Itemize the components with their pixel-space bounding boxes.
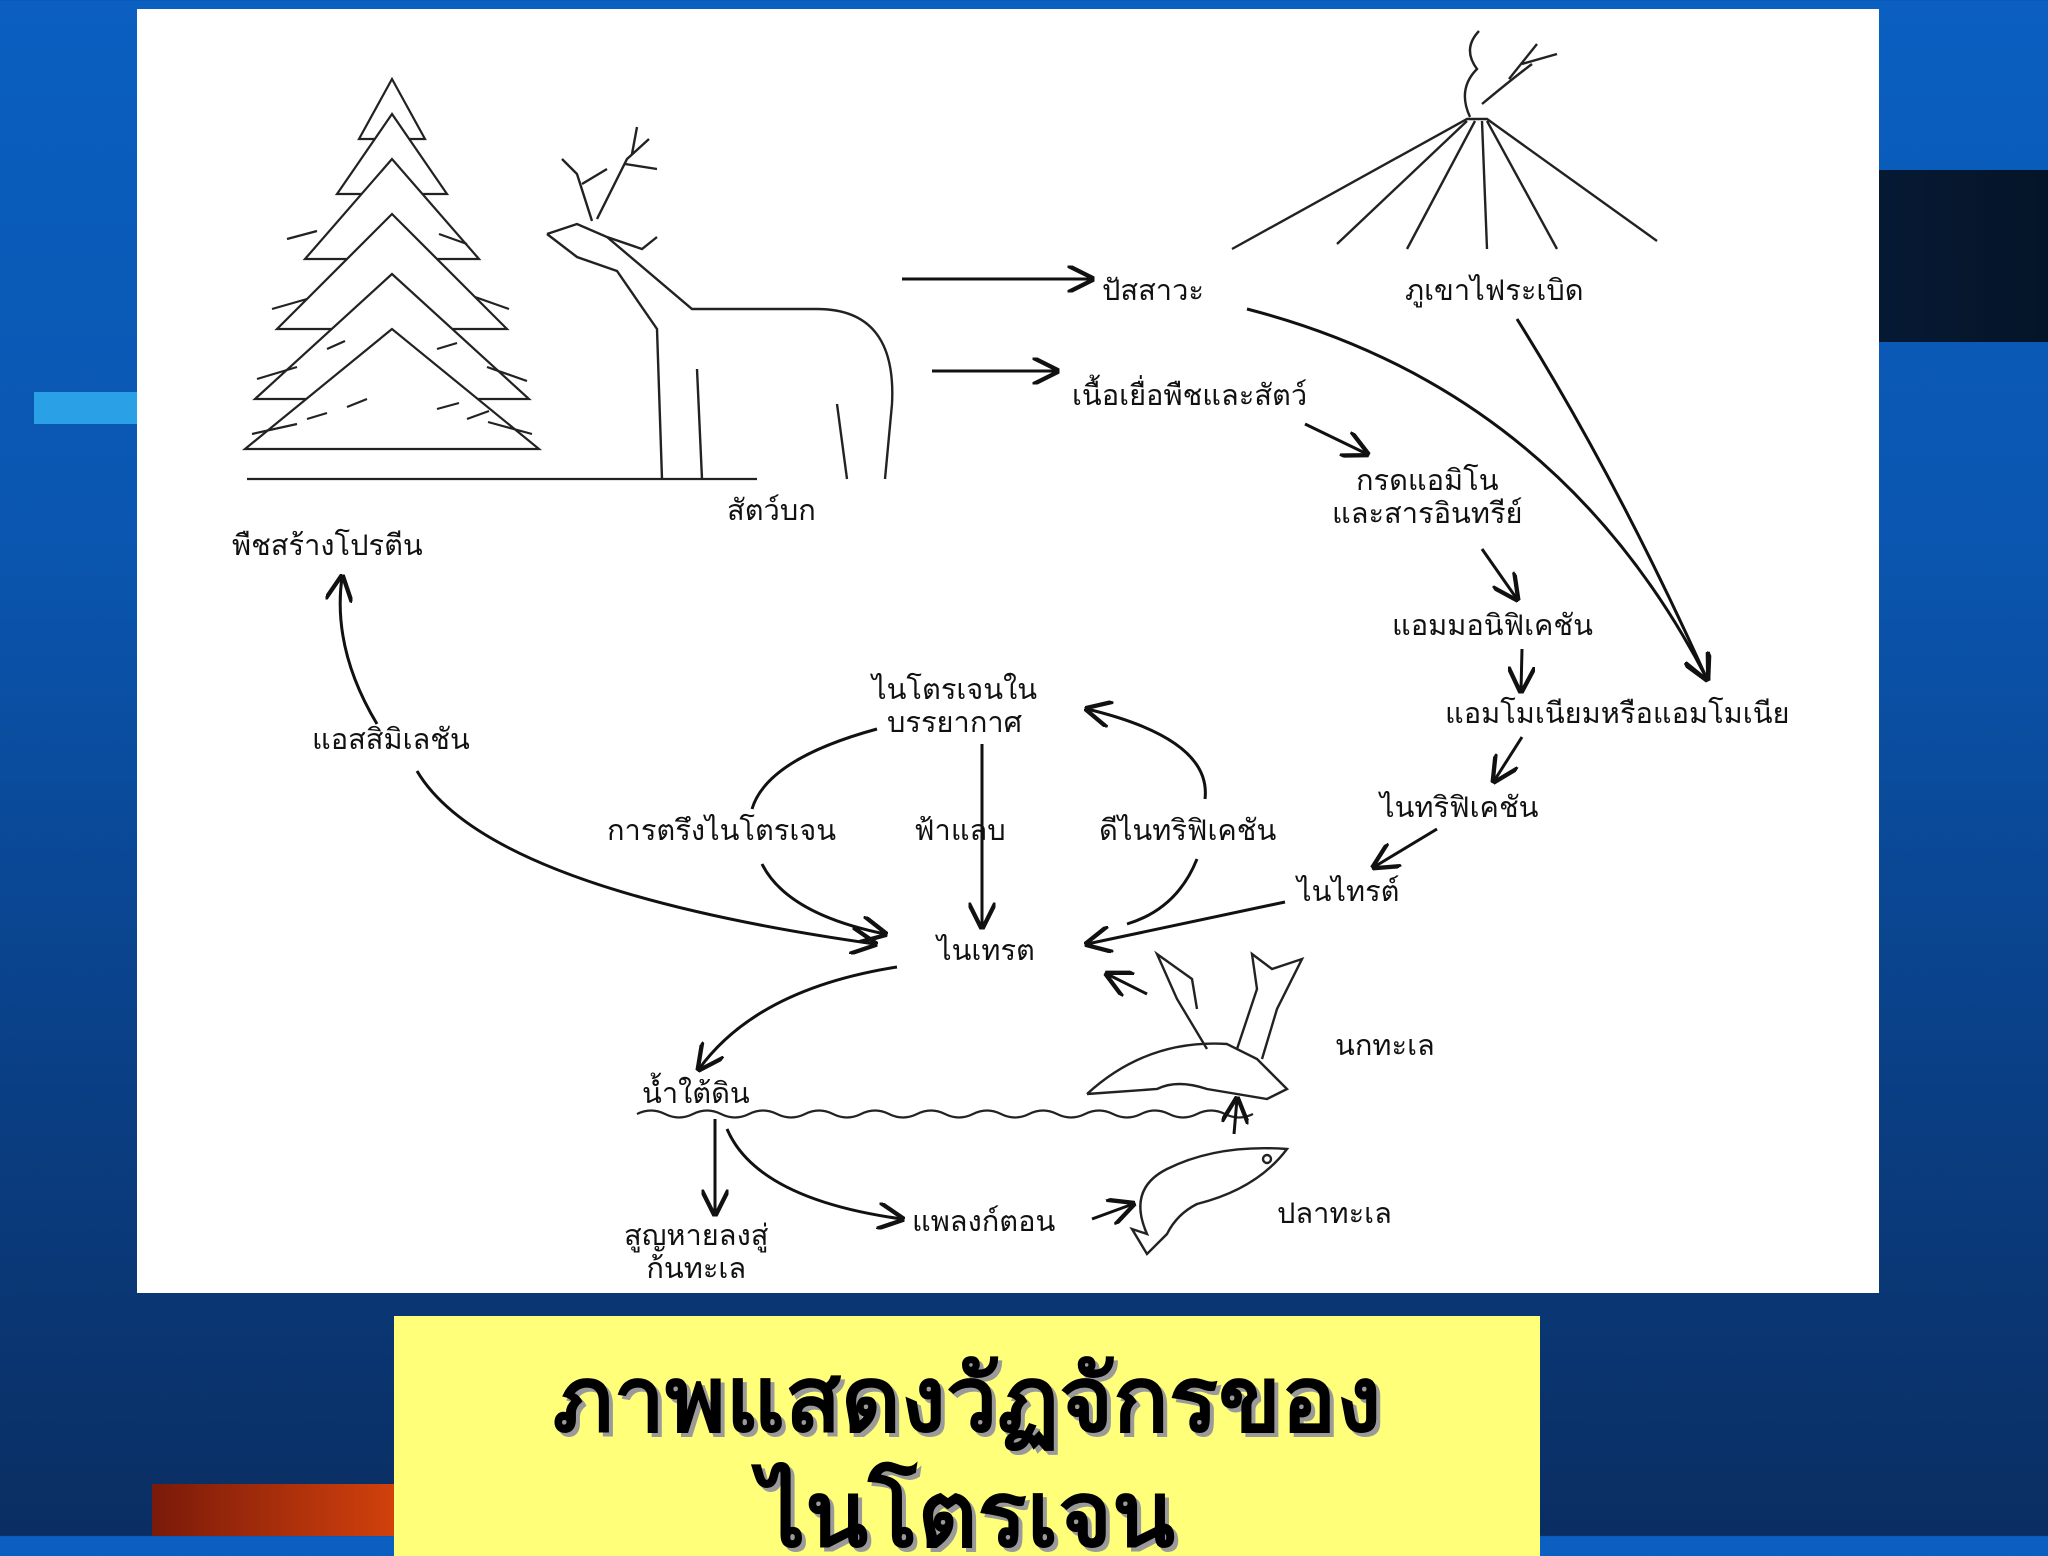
title-box: ภาพแสดงวัฏจักรของไนโตรเจน <box>394 1316 1540 1556</box>
background-bar-left <box>34 392 154 424</box>
background-bar-right <box>1860 170 2048 342</box>
arrow-denitrification <box>1087 709 1207 800</box>
label-ammonium: แอมโมเนียมหรือแอมโมเนีย <box>1445 696 1790 730</box>
label-seafloor-loss: สูญหายลงสู่ ก้นทะเล <box>624 1218 769 1286</box>
label-ammonification: แอมมอนิฟิเคชัน <box>1392 608 1593 642</box>
label-atmospheric-nitrogen: ไนโตรเจนใน บรรยากาศ <box>872 672 1038 740</box>
deer-illustration <box>546 126 894 480</box>
label-nitrite: ไนไทรต์ <box>1297 874 1400 908</box>
arrow-volcano-to-ammonium <box>1515 318 1707 679</box>
arrow-plankton-to-fish <box>1091 1204 1133 1219</box>
seabird-illustration <box>1086 950 1305 1101</box>
arrow-nitrification-to-nitrite <box>1374 827 1438 867</box>
arrow-tissue-to-amino <box>1304 422 1367 454</box>
arrow-fixation-lower <box>760 863 885 934</box>
label-volcano: ภูเขาไฟระเบิด <box>1405 273 1584 307</box>
nitrogen-cycle-diagram: ปัสสาวะ ภูเขาไฟระเบิด เนื้อเยื่อพืชและสั… <box>137 9 1879 1293</box>
arrow-ammonification-to-ammonium <box>1521 648 1522 691</box>
arrow-assimilation-upper <box>340 577 379 725</box>
label-plant-protein: พืชสร้างโปรตีน <box>232 528 423 562</box>
label-sea-fish: ปลาทะเล <box>1277 1196 1392 1230</box>
background-bar-bottom <box>152 1484 412 1536</box>
label-lightning: ฟ้าแลบ <box>914 813 1006 847</box>
slide-title: ภาพแสดงวัฏจักรของไนโตรเจน <box>552 1346 1382 1556</box>
arrow-ammonium-to-nitrification <box>1494 736 1524 781</box>
cycle-arrows <box>340 279 1707 1219</box>
sea-surface-line <box>636 1109 1254 1119</box>
fish-illustration <box>1129 1146 1290 1256</box>
label-amino-acids: กรดแอมิโน และสารอินทรีย์ <box>1332 463 1523 531</box>
label-denitrification: ดีไนทริฟิเคชัน <box>1099 813 1277 847</box>
arrow-nitrite-to-nitrate <box>1087 900 1286 944</box>
diagram-drawing <box>241 30 1879 1256</box>
label-nitrate: ไนเทรต <box>937 933 1035 967</box>
arrow-urine-to-ammonium <box>1246 307 1707 679</box>
label-plankton: แพลงก์ตอน <box>912 1204 1056 1238</box>
label-plant-animal-tissue: เนื้อเยื่อพืชและสัตว์ <box>1072 378 1308 412</box>
volcano-illustration <box>1231 30 1658 251</box>
arrow-assimilation-lower <box>415 770 875 944</box>
label-nitrogen-fixation: การตรึงไนโตรเจน <box>607 813 837 847</box>
arrow-fish-to-seabird <box>1234 1099 1237 1135</box>
label-urine: ปัสสาวะ <box>1102 273 1204 307</box>
label-groundwater: น้ำใต้ดิน <box>642 1076 750 1110</box>
label-nitrification: ไนทริฟิเคชัน <box>1380 790 1539 824</box>
label-land-animal: สัตว์บก <box>727 493 816 527</box>
label-seabird: นกทะเล <box>1335 1028 1435 1062</box>
arrow-fixation-upper <box>750 727 878 810</box>
pine-tree-illustration <box>241 76 757 481</box>
arrow-groundwater-to-plankton <box>725 1128 902 1219</box>
arrow-seabird-to-nitrate <box>1107 974 1148 994</box>
arrow-amino-to-ammonification <box>1480 548 1517 599</box>
arrow-denitrification-lower <box>1126 858 1199 926</box>
arrow-nitrate-to-groundwater <box>699 965 898 1069</box>
label-assimilation: แอสสิมิเลชัน <box>312 722 470 756</box>
